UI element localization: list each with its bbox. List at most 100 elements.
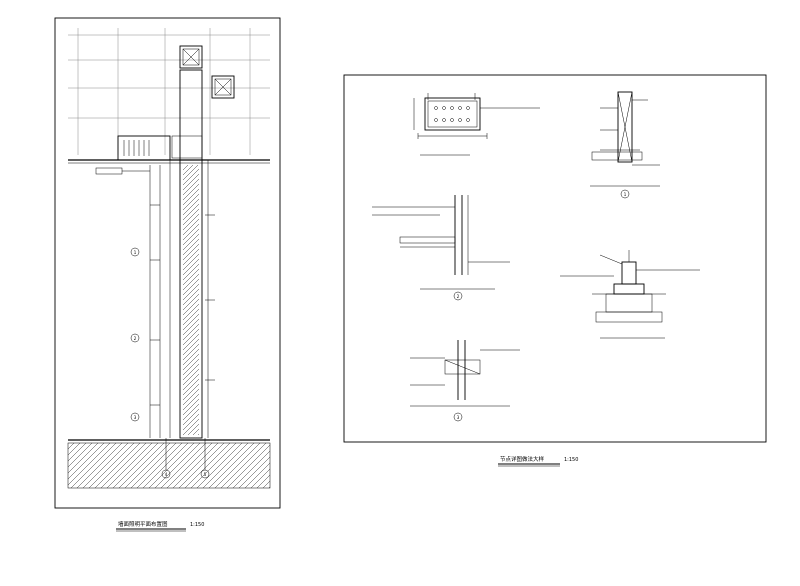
hatch-stroke <box>182 348 200 366</box>
hatch-stroke <box>182 223 200 241</box>
detail-connection-a: 2 <box>372 195 510 301</box>
wall-column <box>149 69 209 439</box>
right-sheet-border <box>343 74 767 443</box>
hatch-stroke <box>182 273 200 291</box>
hatch-stroke <box>182 383 200 401</box>
hatch-stroke <box>262 480 271 489</box>
hatch-stroke <box>182 298 200 316</box>
hatch-stroke <box>226 444 271 489</box>
hatch-stroke <box>118 442 165 489</box>
axis-markers: 1 2 3 4 5 <box>130 247 210 479</box>
hatch-stroke <box>184 442 231 489</box>
detail-plate <box>413 93 540 156</box>
hatch-stroke <box>182 188 200 206</box>
hatch-stroke <box>197 433 200 436</box>
right-sheet-title: 节点详图做法大样 <box>500 455 545 463</box>
hatch-stroke <box>182 243 200 261</box>
hatch-stroke <box>106 442 153 489</box>
hatch-stroke <box>182 164 194 176</box>
hatch-stroke <box>182 164 199 181</box>
hatch-stroke <box>182 178 200 196</box>
hatch-stroke <box>182 238 200 256</box>
hatch-stroke <box>182 343 200 361</box>
hatch-stroke <box>178 442 225 489</box>
axis-marker-3 <box>130 412 140 422</box>
axis-label-5: 5 <box>204 472 207 477</box>
detail-label-2: 2 <box>457 294 460 299</box>
hatch-stroke <box>182 408 200 426</box>
axis-marker-2 <box>130 333 140 343</box>
right-sheet-scale: 1:150 <box>564 457 578 463</box>
hatch-stroke <box>182 328 200 346</box>
hatch-stroke <box>187 423 200 436</box>
dimension-lines <box>150 204 215 406</box>
hatch-stroke <box>182 303 200 321</box>
left-sheet-title: 墙面照明平面布置图 <box>118 520 168 528</box>
stair-room <box>117 135 203 161</box>
hatch-stroke <box>182 308 200 326</box>
detail-column-base <box>560 250 700 339</box>
hatch-stroke <box>100 442 147 489</box>
hatch-stroke <box>182 398 200 416</box>
hatch-stroke <box>182 393 200 411</box>
hatch-stroke <box>182 358 200 376</box>
hatch-stroke <box>148 442 195 489</box>
detail-marker-1 <box>620 189 630 199</box>
hatch-stroke <box>67 442 87 462</box>
hatch-stroke <box>70 442 117 489</box>
right-sheet: 1 2 <box>343 74 767 443</box>
hatch-stroke <box>182 193 200 211</box>
left-grid-lines <box>68 28 270 155</box>
detail-marker-2 <box>453 291 463 301</box>
hatch-stroke <box>67 442 75 450</box>
hatch-stroke <box>160 442 207 489</box>
hatch-stroke <box>166 442 213 489</box>
equipment-boxes <box>179 45 235 99</box>
hatch-stroke <box>182 413 200 431</box>
axis-marker-1 <box>130 247 140 257</box>
hatch-stroke <box>130 442 177 489</box>
hatch-stroke <box>67 442 93 468</box>
hatch-stroke <box>232 450 271 489</box>
ground-hatch <box>67 442 271 489</box>
hatch-stroke <box>136 442 183 489</box>
hatch-stroke <box>154 442 201 489</box>
hatch-stroke <box>182 213 200 231</box>
ground-hatch-area <box>67 442 271 489</box>
hatch-stroke <box>182 258 200 276</box>
left-annotation <box>95 167 150 175</box>
axis-label-3: 3 <box>134 415 137 420</box>
hatch-stroke <box>182 183 200 201</box>
hatch-stroke <box>182 198 200 216</box>
hatch-stroke <box>182 203 200 221</box>
hatch-stroke <box>220 442 267 489</box>
hatch-stroke <box>268 486 271 489</box>
hatch-stroke <box>94 442 141 489</box>
hatch-stroke <box>112 442 159 489</box>
hatch-stroke <box>182 228 200 246</box>
hatch-stroke <box>182 293 200 311</box>
hatch-stroke <box>182 318 200 336</box>
hatch-stroke <box>182 164 189 171</box>
hatch-stroke <box>182 208 200 226</box>
hatch-stroke <box>67 442 99 474</box>
hatch-stroke <box>182 283 200 301</box>
hatch-stroke <box>238 456 271 489</box>
hatch-stroke <box>182 378 200 396</box>
hatch-stroke <box>82 442 129 489</box>
hatch-stroke <box>182 403 200 421</box>
hatch-stroke <box>182 263 200 281</box>
hatch-stroke <box>182 373 200 391</box>
left-title-block: 墙面照明平面布置图 1:150 <box>116 520 204 532</box>
hatch-stroke <box>202 442 249 489</box>
detail-connection-b: 3 <box>410 340 520 422</box>
hatch-stroke <box>182 323 200 341</box>
left-sheet: 1 2 3 4 5 <box>54 17 281 509</box>
hatch-stroke <box>182 253 200 271</box>
hatch-stroke <box>182 268 200 286</box>
hatch-stroke <box>88 442 135 489</box>
hatch-stroke <box>182 368 200 386</box>
hatch-stroke <box>182 218 200 236</box>
